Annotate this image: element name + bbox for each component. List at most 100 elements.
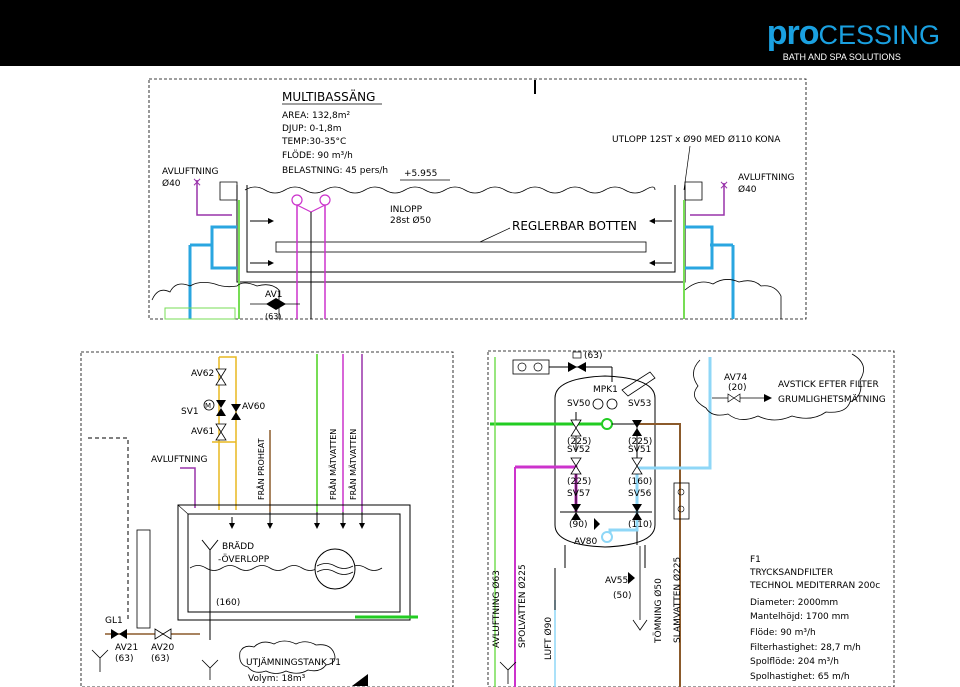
sv51-valve-icon (631, 457, 643, 475)
av60-valve-icon (231, 404, 241, 420)
sv53-valve-icon (632, 420, 642, 436)
vent-left-size: Ø40 (162, 178, 181, 189)
gauge-2-icon (606, 398, 618, 410)
gl1-valve-icon (111, 629, 127, 639)
drain-left-icon (91, 649, 109, 672)
filter-id: F1 (750, 555, 761, 565)
sv50-size: (225) (567, 437, 591, 447)
left-panel: AV62 M SV1 AV60 AV61 AVLUFTNING FRÅN PRO… (80, 351, 454, 687)
av80-label: AV80 (574, 537, 597, 547)
from-proheat-label: FRÅN PROHEAT (255, 438, 266, 500)
gl1-label: GL1 (105, 616, 123, 626)
top-panel: MULTIBASSÄNG AREA: 132,8m² DJUP: 0-1,8m … (148, 78, 807, 321)
av62-label: AV62 (191, 369, 214, 379)
filter-line-1: TRYCKSANDFILTER (749, 568, 833, 578)
mpk1-label: MPK1 (593, 385, 618, 395)
from-matvatten-1: FRÅN MÄTVATTEN (327, 429, 338, 500)
overlopp-label: -ÖVERLOPP (218, 554, 270, 565)
av55-drain-icon (632, 546, 648, 631)
filter-line-4: Mantelhöjd: 1700 mm (750, 612, 849, 622)
sv56-size: (110) (628, 520, 652, 530)
bradd-label: BRÄDD (222, 541, 254, 552)
av20-size: (63) (151, 654, 169, 664)
tomning-50-label: TÖMNING Ø50 (653, 578, 664, 644)
pool-title: MULTIBASSÄNG (282, 89, 375, 104)
filter-line-5: Flöde: 90 m³/h (750, 628, 816, 638)
outlet-label: UTLOPP 12ST x Ø90 MED Ø110 KONA (612, 134, 781, 145)
vent-left-cross-icon: × (192, 175, 202, 189)
av60-label: AV60 (242, 402, 265, 412)
from-matvatten-2: FRÅN MÄTVATTEN (347, 429, 358, 500)
av74-size: (20) (728, 383, 746, 393)
tank-volume: Volym: 18m³ (248, 674, 306, 684)
header-bar: proCESSING BATH AND SPA SOLUTIONS (0, 0, 960, 66)
level-mark: +5.955 (404, 169, 437, 179)
av1-size: (63) (265, 312, 281, 321)
av1-label: AV1 (265, 290, 282, 300)
drain-right-icon (499, 661, 517, 684)
av20-valve-icon (154, 628, 172, 640)
av21-label: AV21 (115, 643, 138, 653)
filter-line-3: Diameter: 2000mm (750, 598, 838, 608)
floor-label: REGLERBAR BOTTEN (512, 219, 637, 233)
av21-size: (63) (115, 654, 133, 664)
vent-left-label: AVLUFTNING (162, 167, 219, 177)
drain-icon (201, 659, 219, 680)
right-panel: (63) MPK1 SV50 (225) SV53 (225) (487, 350, 895, 687)
tank-heater-icon (314, 548, 356, 590)
sv52-valve-icon (570, 457, 582, 475)
vent-right-label: AVLUFTNING (738, 173, 795, 183)
avstick-label: AVSTICK EFTER FILTER (778, 380, 879, 390)
sv57-size: (90) (569, 520, 587, 530)
sv56-label: SV56 (628, 489, 652, 499)
av62-valve-icon (215, 368, 227, 386)
filter-line-7: Spolflöde: 204 m³/h (750, 657, 839, 667)
sv57-valve-icon (571, 504, 581, 520)
filter-vessel (554, 375, 656, 548)
avluftning-label: AVLUFTNING (151, 455, 208, 465)
sv50-valve-icon (570, 419, 582, 437)
sv53-size: (225) (628, 437, 652, 447)
luft-90-label: LUFT Ø90 (543, 617, 554, 660)
av61-label: AV61 (191, 427, 214, 437)
top-valve-icon (568, 362, 586, 372)
av55-valve-icon (628, 572, 635, 584)
sv51-size: (160) (628, 477, 652, 487)
vent-right-size: Ø40 (738, 184, 757, 195)
brand-logo: proCESSING BATH AND SPA SOLUTIONS (766, 14, 940, 62)
brand-pro: pro (766, 14, 820, 52)
sv51-label: SV51 (628, 445, 651, 455)
sv52-label: SV52 (567, 445, 590, 455)
av55-label: AV55 (605, 576, 628, 586)
grumlighet-label: GRUMLIGHETSMÄTNING (778, 394, 886, 405)
filter-line-8: Spolhastighet: 65 m/h (750, 672, 850, 682)
spec-depth: DJUP: 0-1,8m (282, 124, 342, 134)
av74-valve-icon (727, 393, 741, 403)
brand-tagline: BATH AND SPA SOLUTIONS (782, 52, 901, 62)
spec-flow: FLÖDE: 90 m³/h (282, 150, 353, 161)
av20-label: AV20 (151, 643, 174, 653)
spec-area: AREA: 132,8m² (282, 111, 351, 121)
sv52-size: (225) (567, 477, 591, 487)
avluftning-63-label: AVLUFTNING Ø63 (491, 570, 502, 648)
spec-load: BELASTNING: 45 pers/h (282, 166, 388, 176)
filter-line-2: TECHNOL MEDITERRAN 200c (749, 581, 880, 591)
size-160-label: (160) (216, 598, 240, 608)
gauge-1-icon (592, 398, 604, 410)
sv1-label: SV1 (181, 407, 199, 417)
motor-icon (203, 399, 215, 411)
av74-label: AV74 (724, 373, 747, 383)
top-valve-size: (63) (584, 351, 602, 361)
spec-temp: TEMP:30-35°C (281, 137, 346, 147)
inlet-label: INLOPP (390, 205, 423, 215)
sv50-label: SV50 (567, 399, 591, 409)
slamvatten-225-label: SLAMVATTEN Ø225 (672, 557, 683, 643)
vent-right-cross-icon: × (719, 178, 729, 192)
sv56-valve-icon (632, 504, 642, 520)
av61-valve-icon (215, 423, 227, 441)
sv57-label: SV57 (567, 489, 590, 499)
brand-cessing: CESSING (818, 20, 940, 50)
av55-size: (50) (613, 591, 631, 601)
inlet-size: 28st Ø50 (390, 215, 431, 226)
